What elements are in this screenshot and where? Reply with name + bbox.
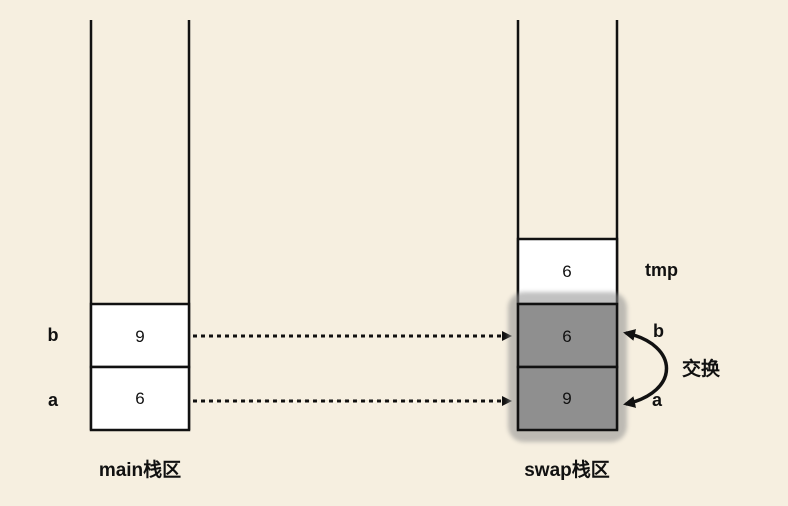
- main-cell-a-value: 6: [135, 389, 144, 408]
- swap-annotation-label: 交换: [682, 357, 721, 380]
- main-stack-label: main栈区: [99, 458, 181, 481]
- swap-stack: 6 6 9 tmp b a swap栈区: [508, 20, 678, 481]
- swap-cell-tmp-value: 6: [562, 262, 571, 281]
- swap-stack-label: swap栈区: [524, 458, 610, 481]
- swap-exchange-arrow: [623, 329, 669, 408]
- main-cell-b-value: 9: [135, 327, 144, 346]
- swap-var-b-label: b: [653, 321, 664, 341]
- main-var-b-label: b: [48, 325, 59, 345]
- swap-var-a-label: a: [652, 390, 663, 410]
- swap-cell-b: [516, 302, 619, 369]
- main-stack: 9 6 b a main栈区: [48, 20, 191, 481]
- main-cell-a: [89, 365, 191, 432]
- swap-var-tmp-label: tmp: [645, 260, 678, 280]
- swap-cell-a: [516, 365, 619, 432]
- swap-cell-b-value: 6: [562, 327, 571, 346]
- main-cell-b: [89, 302, 191, 369]
- main-var-a-label: a: [48, 390, 59, 410]
- swap-cell-a-value: 9: [562, 389, 571, 408]
